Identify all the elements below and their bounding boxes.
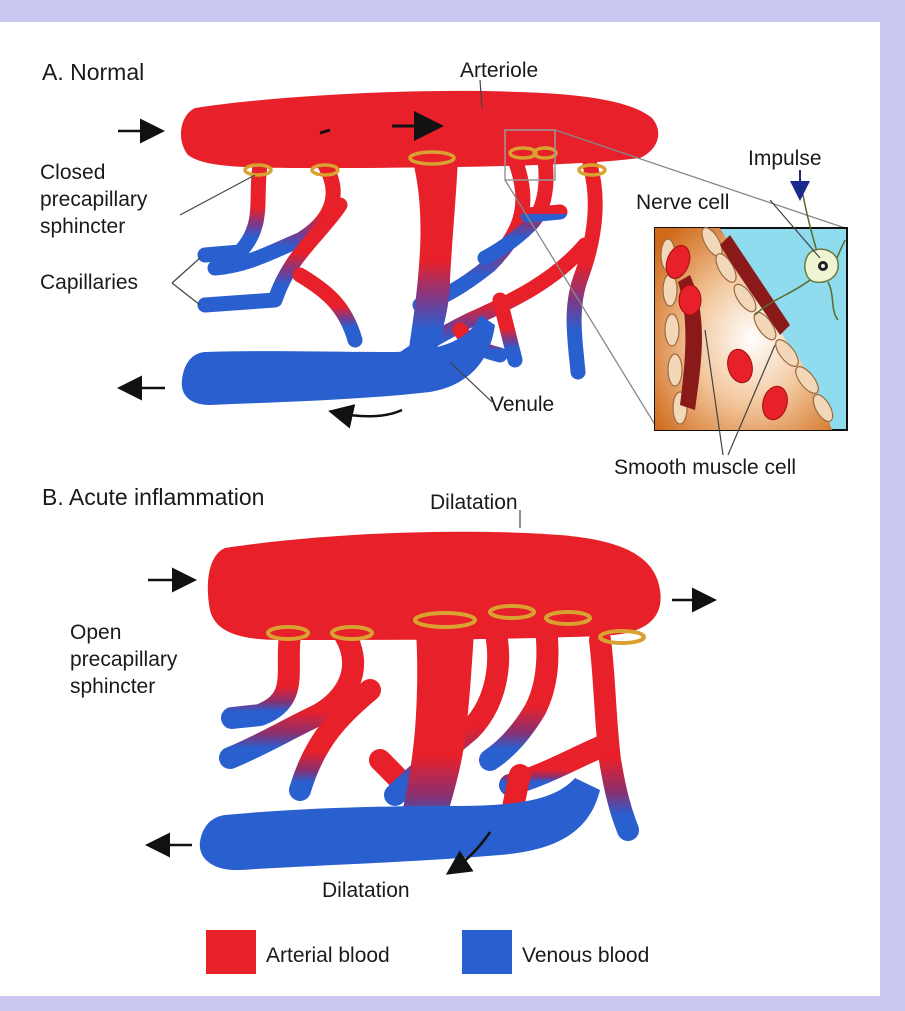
capillaries-label: Capillaries: [40, 271, 139, 294]
panel-a-heading: A. Normal: [42, 59, 145, 85]
panel-a-arteriole: [180, 90, 659, 168]
dilatation-bottom-label: Dilatation: [322, 879, 410, 902]
panel-b-heading: B. Acute inflammation: [42, 484, 265, 510]
closed-sphincter-label-line2: precapillary: [40, 188, 148, 211]
leader-lines: [171, 79, 821, 528]
nerve-cell-shape: [754, 177, 846, 321]
dilatation-top-label: Dilatation: [430, 491, 518, 514]
panel-b-open-sphincters: [266, 604, 646, 645]
panel-b-arteriole: [207, 531, 661, 640]
panel-a-closed-sphincters: [243, 146, 607, 177]
panel-a-venule-flow-arrow: [328, 404, 403, 429]
open-sphincter-label-line3: sphincter: [70, 675, 156, 698]
legend-venous-label: Venous blood: [522, 944, 650, 967]
panel-a-capillary-network: [197, 152, 603, 380]
open-sphincter-label-line2: precapillary: [70, 648, 178, 671]
panel-a-vessels: [117, 90, 659, 429]
open-sphincter-label-line1: Open: [70, 621, 122, 644]
legend-arterial-swatch: [206, 930, 256, 974]
inset-vessel-lumen: [655, 228, 832, 430]
arteriole-label: Arteriole: [460, 59, 539, 82]
nerve-cell-label: Nerve cell: [636, 191, 730, 214]
panel-a-zoom-connectors: [504, 129, 846, 429]
panel-a-inset: [654, 177, 848, 431]
panel-b-venule: [199, 778, 600, 871]
legend-venous-swatch: [462, 930, 512, 974]
panel-b-capillary-network: [219, 604, 639, 841]
panel-b-thoroughfare-channel: [395, 618, 475, 840]
closed-sphincter-label-line1: Closed: [40, 161, 106, 184]
panel-a-venule: [181, 315, 495, 405]
panel-b-venule-flow-arrow: [445, 831, 492, 875]
panel-a-zoom-box: [504, 129, 556, 181]
panel-a-thoroughfare-channel: [405, 158, 458, 372]
panel-b-vessels: [145, 531, 717, 875]
page-frame-top: [0, 0, 905, 22]
smooth-muscle-label: Smooth muscle cell: [614, 456, 797, 479]
inset-red-blood-cells: [665, 245, 788, 421]
closed-sphincter-label-line3: sphincter: [40, 215, 126, 238]
page-frame-right: [880, 0, 905, 1011]
venule-label: Venule: [490, 393, 555, 416]
legend-arterial-label: Arterial blood: [266, 944, 390, 967]
page-frame-bottom: [0, 996, 905, 1011]
panel-a-dash-mark: [319, 128, 331, 135]
impulse-label: Impulse: [748, 147, 822, 170]
